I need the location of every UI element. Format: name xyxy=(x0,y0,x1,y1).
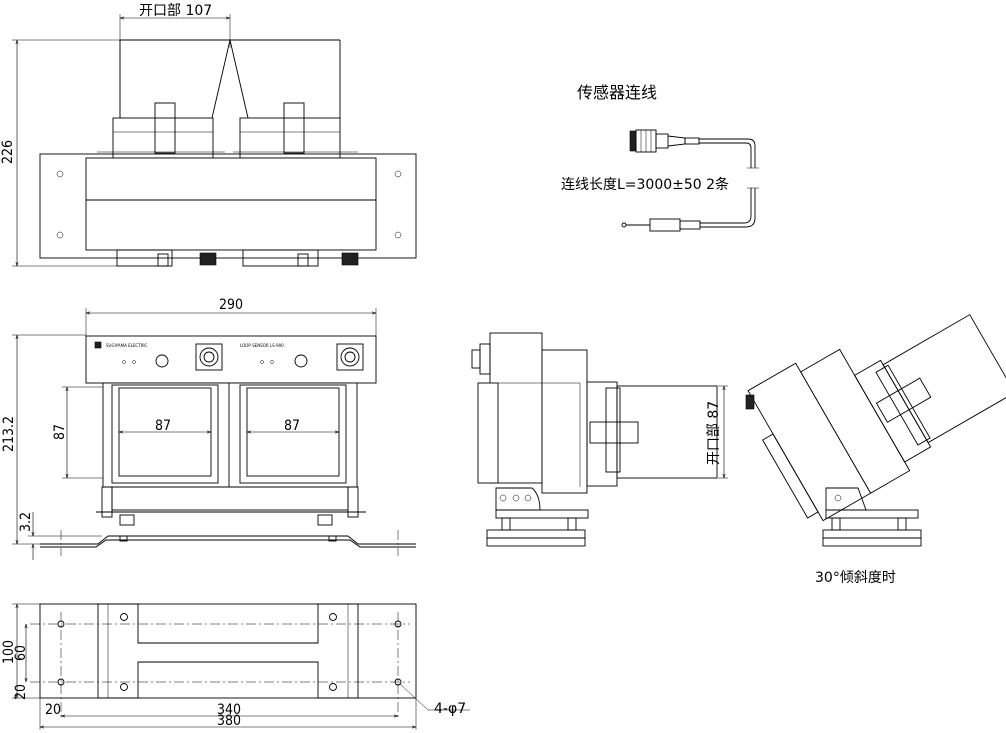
tilt-caption: 30°倾斜度时 xyxy=(815,570,896,586)
cable-spec: 连线长度L=3000±50 2条 xyxy=(561,176,729,193)
plan-depth-total-dim: 100 xyxy=(1,640,17,664)
window-left-dim: 87 xyxy=(155,418,171,434)
front-height-dim: 213.2 xyxy=(1,416,17,452)
top-view: 开口部 107 226 xyxy=(0,3,417,267)
sensor-cable: 传感器连线 连线长度L=3000±50 2条 xyxy=(561,83,759,232)
plan-total-width-dim: 380 xyxy=(217,713,241,729)
side-view: 开口部 87 xyxy=(471,332,728,547)
plan-depth-holes-dim: 60 xyxy=(13,645,29,661)
tilted-view: 30°倾斜度时 xyxy=(745,314,1006,586)
window-right-dim: 87 xyxy=(284,418,300,434)
hole-spec-label: 4-φ7 xyxy=(434,701,466,717)
front-width-dim: 290 xyxy=(219,297,243,313)
model-text: LOOP SENSOR LS-900 xyxy=(240,343,284,348)
window-height-dim: 87 xyxy=(52,424,68,440)
plan-edge-y-dim: 20 xyxy=(13,684,29,700)
top-height-dim: 226 xyxy=(0,140,16,164)
plan-edge-x-dim: 20 xyxy=(45,702,61,718)
side-opening-label: 开口部 87 xyxy=(706,401,722,465)
plan-view: 100 60 20 20 340 380 4-φ7 xyxy=(1,603,470,730)
base-gap-dim: 3.2 xyxy=(18,512,34,532)
brand-text: SUGIYAMA ELECTRIC xyxy=(106,343,148,348)
cable-title: 传感器连线 xyxy=(577,83,657,102)
front-view: 290 213.2 3.2 87 SUGIYAMA ELECTRIC LOOP … xyxy=(1,297,416,560)
top-opening-label: 开口部 107 xyxy=(139,3,212,19)
plan-hole-span-dim: 340 xyxy=(217,702,241,718)
